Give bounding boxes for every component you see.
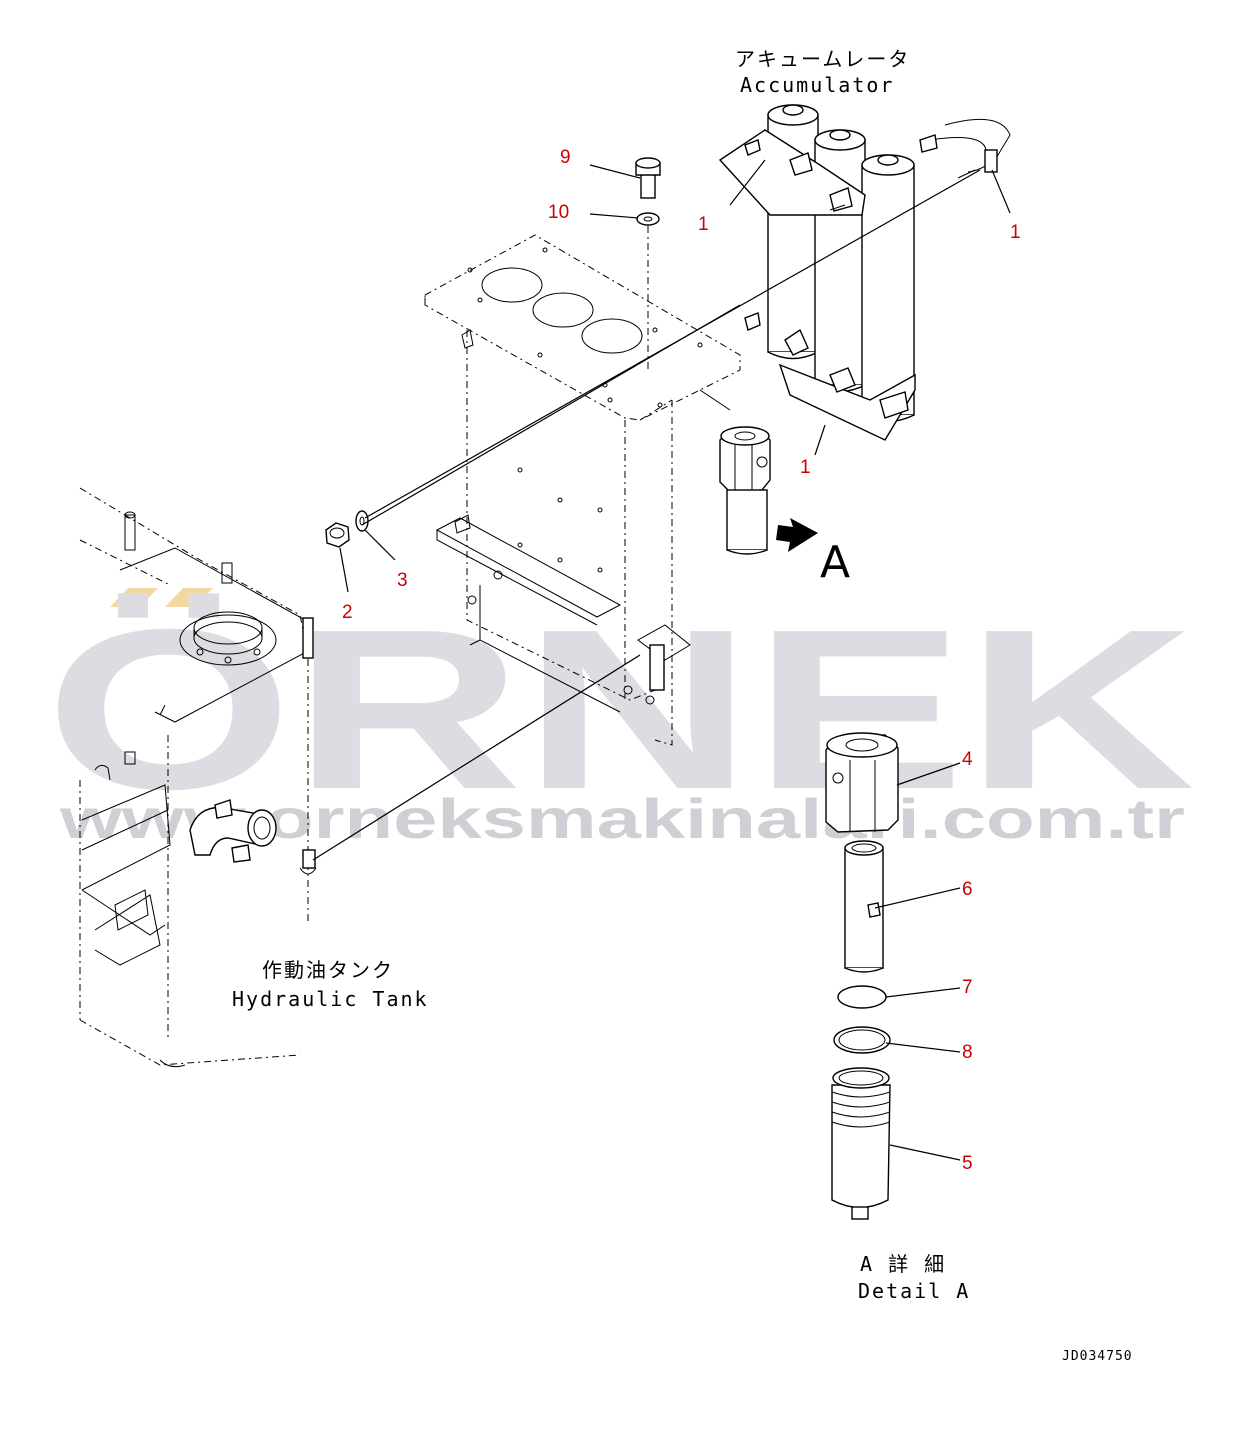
hydraulic-tank-label-en: Hydraulic Tank [232, 987, 429, 1011]
callout-numbers: 9 10 1 1 1 2 3 4 6 7 8 5 [342, 147, 1021, 1174]
accumulator-label-en: Accumulator [740, 73, 894, 97]
accumulator-label-jp: アキュームレータ [735, 47, 910, 71]
hydraulic-tank [79, 487, 317, 1068]
callout-6: 6 [962, 879, 973, 900]
callout-8: 8 [962, 1042, 973, 1063]
hydraulic-tank-label-jp: 作動油タンク [262, 958, 394, 982]
leader-lines [339, 159, 1011, 1161]
callout-5: 5 [962, 1153, 973, 1174]
connection-lines [312, 169, 981, 861]
nut-and-washer [325, 510, 369, 548]
callout-9: 9 [560, 147, 571, 168]
view-arrow-label: A [820, 537, 850, 588]
accumulator-bank [718, 104, 1011, 441]
callout-3: 3 [397, 570, 408, 591]
callout-2: 2 [342, 602, 353, 623]
watermark-umlaut-marks [110, 588, 213, 607]
callout-7: 7 [962, 977, 973, 998]
watermark-brand: ÖRNEK [45, 583, 1195, 837]
callout-1c: 1 [800, 457, 811, 478]
view-arrow-icon [776, 518, 818, 552]
detail-a-label-en: Detail A [858, 1279, 970, 1303]
callout-10: 10 [548, 202, 569, 223]
detail-a-label-jp: A 詳 細 [860, 1252, 946, 1276]
mounting-bracket [424, 234, 741, 746]
callout-1b: 1 [1010, 222, 1021, 243]
drawing-number: JD034750 [1062, 1349, 1133, 1364]
callout-1a: 1 [698, 214, 709, 235]
text-labels: アキュームレータ Accumulator A 作動油タンク Hydraulic … [232, 47, 1133, 1364]
detail-a-parts [825, 732, 899, 1220]
filter-assembly [699, 389, 818, 555]
bolt-and-washer [635, 157, 661, 370]
callout-4: 4 [962, 749, 973, 770]
